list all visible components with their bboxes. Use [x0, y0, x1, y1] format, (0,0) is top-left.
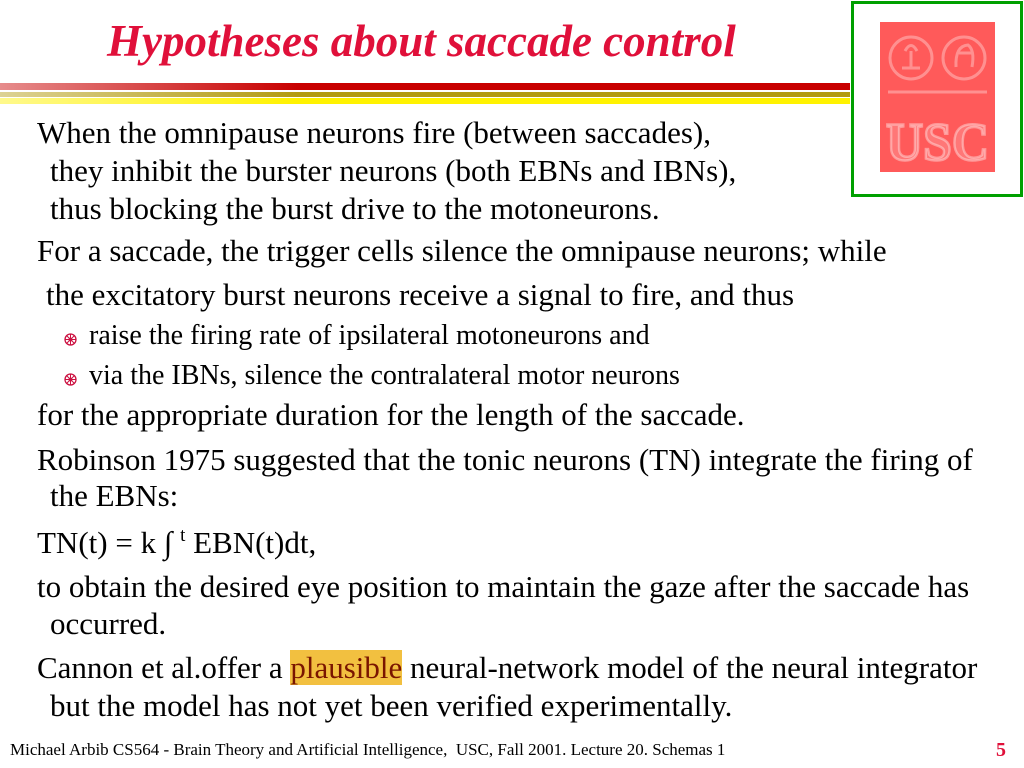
integral-formula: TN(t) = k ∫ t EBN(t)dt, [37, 525, 316, 566]
title-rule-gold [0, 92, 850, 97]
slide-title: Hypotheses about saccade control [107, 16, 736, 66]
integral-sign: ∫ [163, 525, 173, 560]
footer-credit: Michael Arbib CS564 - Brain Theory and A… [10, 740, 726, 759]
usc-logo: USC [880, 22, 995, 172]
logo-lettering: USC [886, 112, 989, 172]
formula-integrand: EBN(t)dt, [193, 525, 317, 560]
paragraph-line: For a saccade, the trigger cells silence… [37, 233, 887, 268]
logo-seal-left [888, 35, 934, 81]
paragraph-line: the excitatory burst neurons receive a s… [46, 277, 795, 312]
page-number: 5 [996, 739, 1006, 761]
paragraph-line: the EBNs: [50, 478, 179, 513]
line-text: Cannon et al.offer a [37, 650, 283, 685]
bullet-text: via the IBNs, silence the contralateral … [89, 360, 680, 391]
highlighted-word: plausible [290, 650, 403, 685]
paragraph-line: Robinson 1975 suggested that the tonic n… [37, 442, 973, 477]
integral-upper-limit: t [180, 525, 186, 546]
logo-seal-right [941, 35, 987, 81]
paragraph-line: occurred. [50, 606, 167, 641]
paragraph-line: thus blocking the burst drive to the mot… [50, 191, 660, 226]
formula-lhs: TN(t) = k [37, 525, 157, 560]
paragraph-line: they inhibit the burster neurons (both E… [50, 153, 737, 188]
logo-background [880, 22, 995, 172]
bullet-text: raise the firing rate of ipsilateral mot… [89, 320, 650, 351]
paragraph-line: to obtain the desired eye position to ma… [37, 569, 970, 604]
paragraph-line: but the model has not yet been verified … [50, 688, 733, 723]
logo-frame: USC [851, 1, 1023, 197]
bullet-item: raise the firing rate of ipsilateral mot… [64, 320, 764, 352]
paragraph-line: Cannon et al.offer a plausible neural-ne… [37, 650, 977, 686]
paragraph-line: When the omnipause neurons fire (between… [37, 115, 711, 150]
line-text: neural-network model of the neural integ… [410, 650, 978, 685]
wheel-bullet-icon [64, 373, 77, 386]
bullet-item: via the IBNs, silence the contralateral … [64, 360, 764, 392]
paragraph-line: for the appropriate duration for the len… [37, 397, 745, 432]
title-rule-yellow [0, 98, 850, 104]
title-rule-red [0, 83, 850, 90]
wheel-bullet-icon [64, 333, 77, 346]
